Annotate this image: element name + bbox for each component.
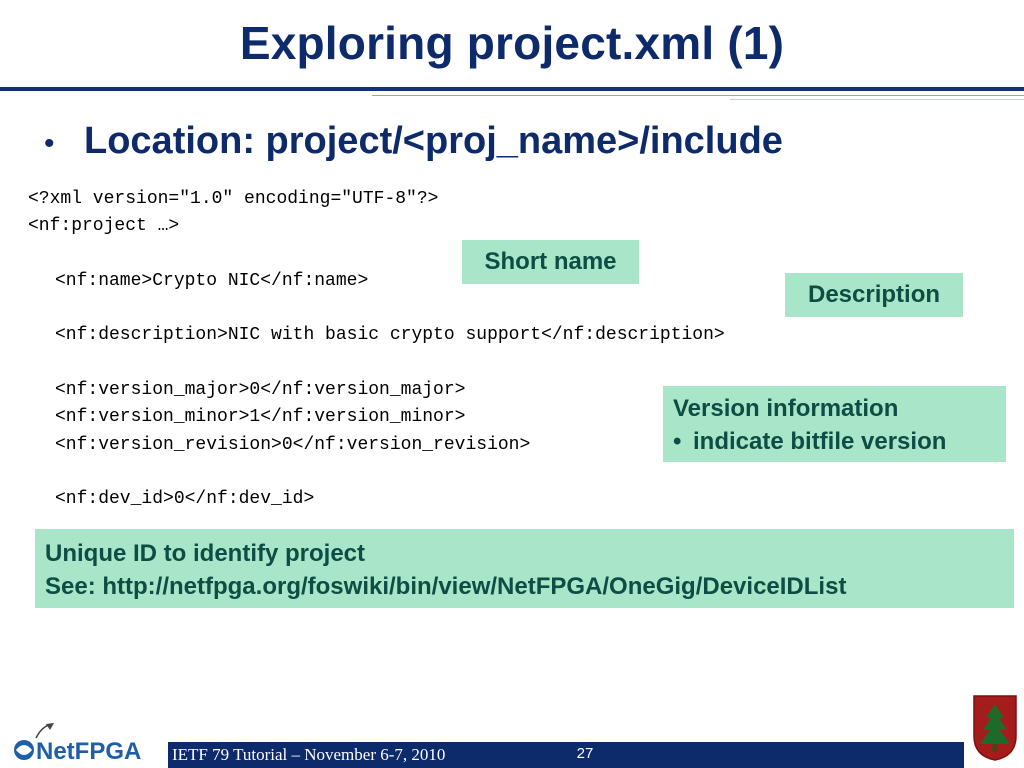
code-line-dev-id: <nf:dev_id>0</nf:dev_id> <box>55 489 315 510</box>
location-text: Location: project/<proj_name>/include <box>84 120 783 162</box>
code-line: <?xml version="1.0" encoding="UTF-8"?> <box>28 189 439 209</box>
callout-short-name: Short name <box>462 240 639 284</box>
page-number: 27 <box>576 745 594 762</box>
stanford-logo <box>973 695 1017 761</box>
callout-version-sub: • indicate bitfile version <box>673 425 996 458</box>
code-line-version-revision: <nf:version_revision>0</nf:version_revis… <box>55 434 531 455</box>
callout-version-information: Version information • indicate bitfile v… <box>663 386 1006 462</box>
bullet-marker: • <box>673 428 682 455</box>
callout-description-text: Description <box>807 281 941 308</box>
code-line-name: <nf:name>Crypto NIC</nf:name> <box>55 270 369 291</box>
code-line-description: <nf:description>NIC with basic crypto su… <box>55 325 725 346</box>
code-line-version-minor: <nf:version_minor>1</nf:version_minor> <box>55 407 466 428</box>
callout-version-sub-text: indicate bitfile version <box>693 428 947 455</box>
callout-unique-id: Unique ID to identify project See: http:… <box>35 529 1014 608</box>
netfpga-logo-text: NetFPGA <box>36 738 141 765</box>
xml-code-block: <?xml version="1.0" encoding="UTF-8"?> <… <box>28 186 725 514</box>
callout-version-title: Version information <box>673 395 899 422</box>
title-divider-thinner <box>730 99 1024 100</box>
callout-description: Description <box>785 273 963 317</box>
callout-unique-link[interactable]: See: http://netfpga.org/foswiki/bin/view… <box>45 573 847 600</box>
bullet-marker: • <box>44 127 55 160</box>
location-bullet: • Location: project/<proj_name>/include <box>44 120 783 163</box>
netfpga-logo: NetFPGA <box>14 723 141 765</box>
slide-title: Exploring project.xml (1) <box>239 17 785 69</box>
code-line <box>28 350 725 377</box>
code-line <box>28 295 725 322</box>
footer-text: IETF 79 Tutorial – November 6-7, 2010 <box>172 745 446 764</box>
footer-bar <box>168 742 964 768</box>
code-line: <nf:project …> <box>28 216 180 237</box>
code-line <box>28 459 725 486</box>
callout-unique-line1: Unique ID to identify project <box>45 540 366 567</box>
title-divider-thin <box>372 95 1024 96</box>
title-divider <box>0 87 1024 91</box>
callout-short-name-text: Short name <box>484 248 617 275</box>
code-line-version-major: <nf:version_major>0</nf:version_major> <box>55 380 466 401</box>
